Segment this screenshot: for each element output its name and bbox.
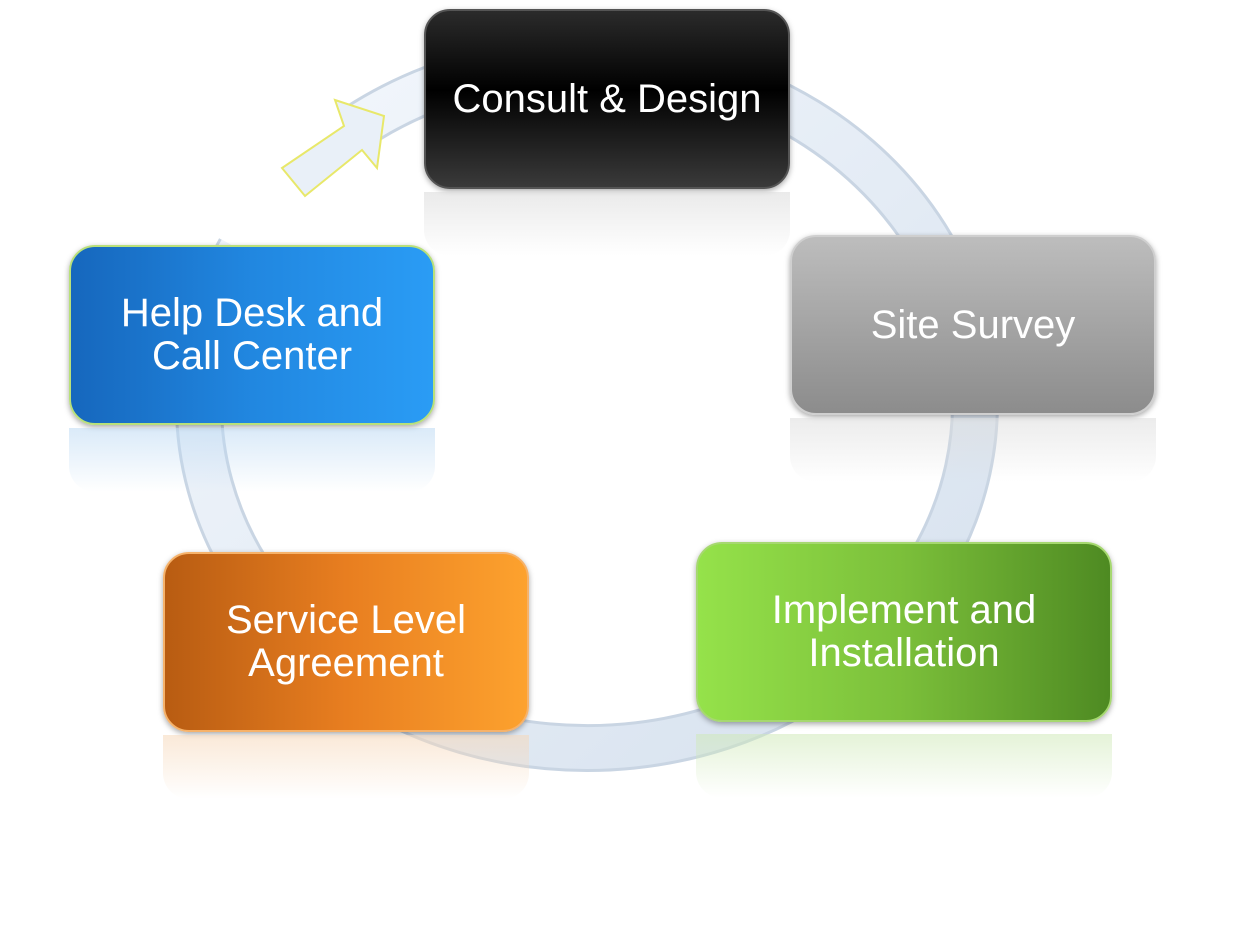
cycle-arrowhead bbox=[280, 98, 386, 198]
step-label: Help Desk and Call Center bbox=[120, 291, 384, 378]
step-label: Service Level Agreement bbox=[225, 598, 467, 685]
step-consult-design: Consult & Design bbox=[424, 9, 790, 189]
step-label: Consult & Design bbox=[452, 76, 762, 121]
step-help-desk-call-center: Help Desk and Call Center bbox=[69, 245, 435, 425]
step-service-level-agreement: Service Level Agreement bbox=[163, 552, 529, 732]
step-site-survey: Site Survey bbox=[790, 235, 1156, 415]
step-implement-installation: Implement and Installation bbox=[696, 542, 1112, 722]
step-label: Implement and Installation bbox=[771, 588, 1037, 675]
step-label: Site Survey bbox=[870, 302, 1076, 347]
